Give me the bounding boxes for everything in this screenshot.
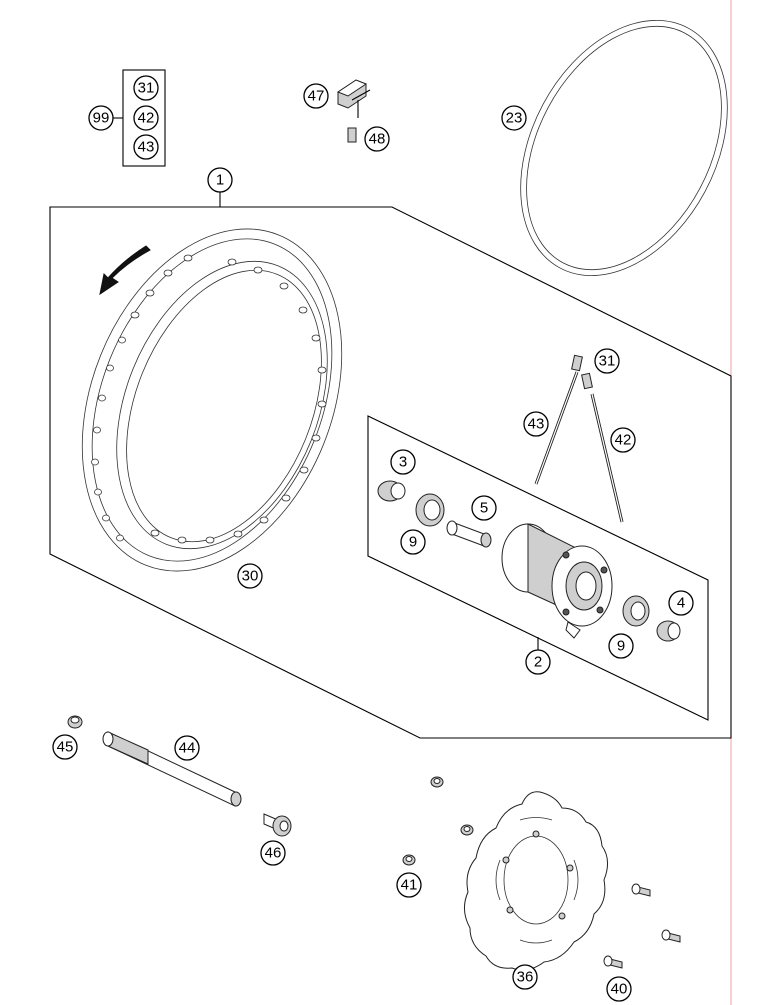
valve-part — [336, 79, 371, 143]
brake-disc-part — [464, 791, 608, 971]
svg-text:41: 41 — [401, 877, 418, 894]
svg-text:3: 3 — [399, 454, 407, 471]
svg-text:31: 31 — [138, 80, 155, 97]
spacer-part-3 — [377, 480, 406, 502]
spacer-part-4 — [656, 620, 681, 642]
rotation-arrow-icon — [99, 245, 151, 296]
callout-40: 40 — [606, 976, 632, 1002]
axle-screw-part — [263, 813, 292, 837]
svg-text:99: 99 — [93, 110, 110, 127]
svg-text:40: 40 — [611, 981, 628, 998]
svg-text:45: 45 — [57, 739, 74, 756]
callout-23: 23 — [501, 105, 527, 131]
disc-nuts-part — [402, 776, 474, 866]
svg-text:5: 5 — [480, 500, 488, 517]
axle-part — [102, 731, 242, 807]
svg-text:4: 4 — [677, 595, 685, 612]
svg-text:1: 1 — [216, 172, 224, 189]
rim-part — [81, 228, 343, 572]
callout-42-kit: 42 — [133, 105, 159, 131]
svg-text:46: 46 — [265, 845, 282, 862]
svg-text:47: 47 — [308, 88, 325, 105]
svg-text:31: 31 — [599, 353, 616, 370]
svg-text:9: 9 — [617, 638, 625, 655]
hub-assembly-frame — [367, 415, 709, 721]
bearing-part-left — [415, 493, 445, 527]
wheel-hub-part — [501, 523, 613, 639]
callout-31: 31 — [594, 348, 620, 374]
nut-part-45 — [67, 715, 83, 729]
callout-36: 36 — [512, 964, 538, 990]
svg-text:42: 42 — [615, 432, 632, 449]
distance-sleeve-part — [446, 520, 492, 548]
callout-31-kit: 31 — [133, 75, 159, 101]
svg-text:48: 48 — [369, 131, 386, 148]
callout-45: 45 — [52, 734, 78, 760]
svg-text:44: 44 — [179, 740, 196, 757]
svg-text:43: 43 — [528, 416, 545, 433]
callout-2: 2 — [525, 649, 551, 675]
callout-4: 4 — [668, 590, 694, 616]
callout-48: 48 — [364, 126, 390, 152]
callout-46: 46 — [260, 840, 286, 866]
callout-47: 47 — [303, 83, 329, 109]
callout-43-kit: 43 — [133, 134, 159, 160]
spoke-parts — [534, 354, 624, 523]
callout-44: 44 — [174, 735, 200, 761]
callout-5: 5 — [471, 495, 497, 521]
rim-band-part — [520, 19, 728, 277]
callout-9-left: 9 — [400, 529, 426, 555]
callout-41: 41 — [396, 872, 422, 898]
svg-text:23: 23 — [506, 110, 523, 127]
svg-text:30: 30 — [242, 568, 259, 585]
svg-text:9: 9 — [409, 534, 417, 551]
callout-3: 3 — [390, 449, 416, 475]
callout-43: 43 — [523, 411, 549, 437]
callout-99: 99 — [88, 105, 114, 131]
wheel-assembly-frame — [49, 206, 732, 739]
svg-text:42: 42 — [138, 110, 155, 127]
disc-screws-part — [603, 883, 681, 969]
rim-spoke-holes — [91, 254, 327, 544]
svg-text:36: 36 — [517, 969, 534, 986]
svg-text:2: 2 — [534, 654, 542, 671]
svg-text:43: 43 — [138, 139, 155, 156]
callout-9-right: 9 — [608, 633, 634, 659]
bearing-part-right — [622, 595, 650, 627]
callout-1: 1 — [207, 167, 233, 193]
callout-42: 42 — [610, 427, 636, 453]
callout-30: 30 — [237, 563, 263, 589]
